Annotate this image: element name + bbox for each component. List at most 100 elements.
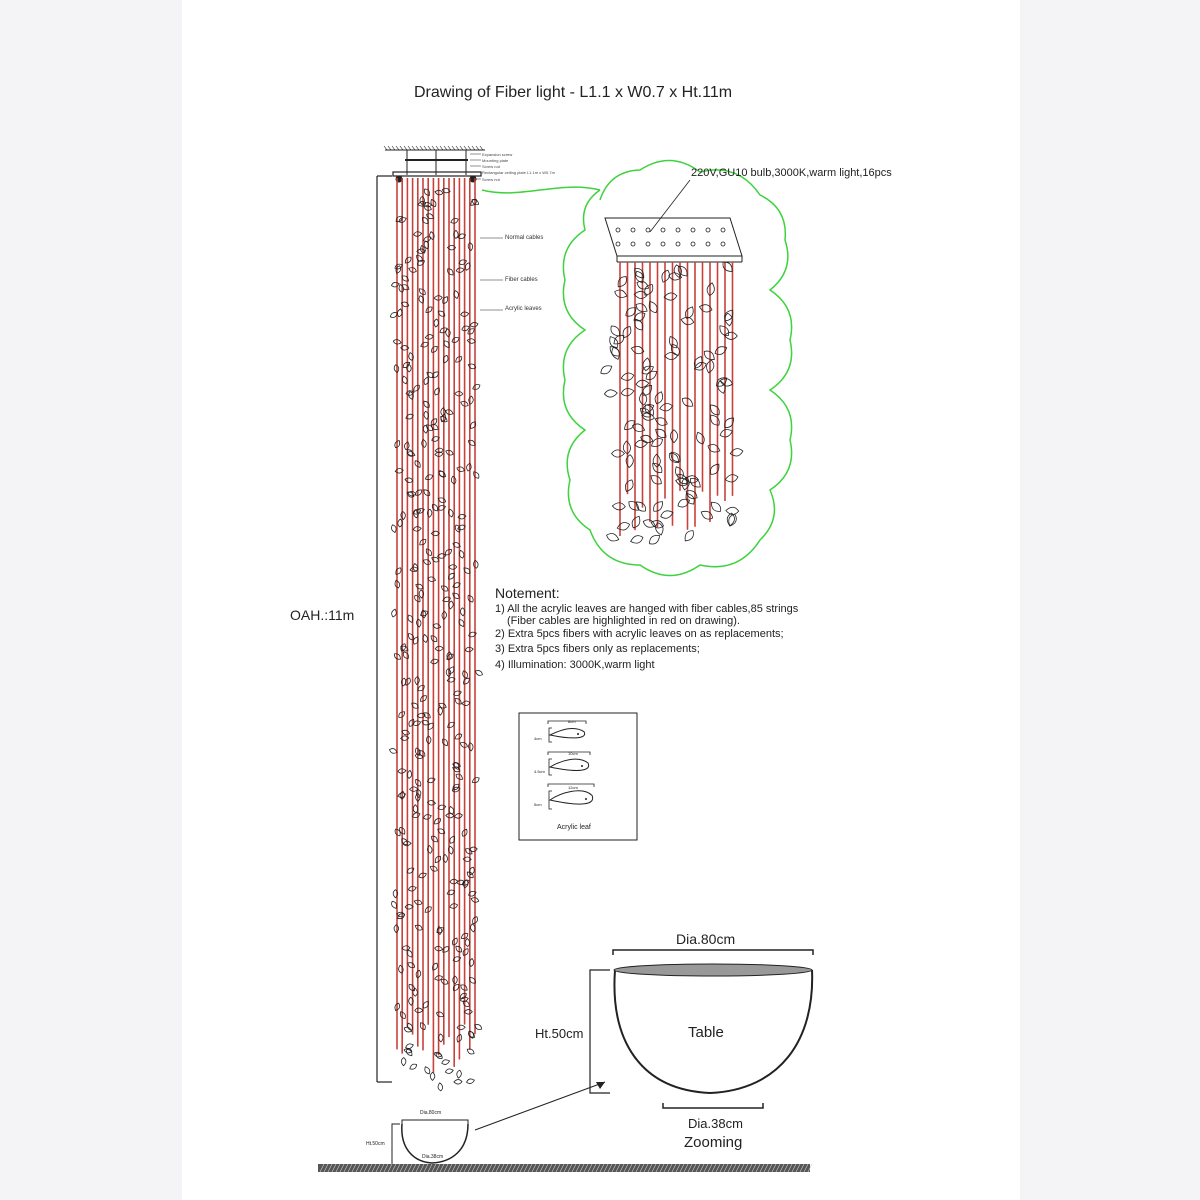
acrylic-leaf [431,835,438,843]
zoom-acrylic-leaf [693,355,703,369]
acrylic-leaf [402,651,409,659]
ceiling-hatch [411,145,416,151]
acrylic-leaf [397,518,403,528]
zoom-acrylic-leaf [635,379,650,388]
floor-hatch [795,1163,801,1173]
floor-hatch [683,1163,689,1173]
acrylic-leaf [434,645,444,652]
acrylic-leaf [395,265,402,274]
floor-hatch [471,1163,477,1173]
acrylic-leaf [418,589,425,599]
floor-hatch [323,1163,329,1173]
acrylic-leaf [430,199,437,208]
acrylic-leaf [468,742,474,752]
gu10-bulb [615,227,621,233]
leaf-hole [577,733,579,735]
floor-hatch [503,1163,509,1173]
floor-hatch [771,1163,777,1173]
floor-hatch [751,1163,757,1173]
zoom-acrylic-leaf [642,385,652,396]
floor-hatch [619,1163,625,1173]
zoom-acrylic-leaf [613,334,625,345]
acrylic-leaf [462,1000,470,1007]
acrylic-leaf [468,439,476,446]
acrylic-leaf [407,1022,413,1031]
acrylic-leaf [408,996,414,1006]
small-table-bottom: Dia.38cm [422,1154,444,1160]
acrylic-leaf [448,600,454,610]
zoom-acrylic-leaf [675,478,689,487]
acrylic-leaf [449,903,459,909]
acrylic-leaf [460,401,469,407]
acrylic-leaf [405,413,414,420]
acrylic-leaf [474,1024,483,1030]
acrylic-leaf [411,812,421,818]
acrylic-leaf [469,866,475,876]
ceiling-hatch [395,145,400,151]
ceiling-hatch [451,145,456,151]
label-screw-nut: Screw nut [482,177,500,182]
acrylic-leaf [465,262,471,271]
zoom-acrylic-leaf [648,300,658,314]
acrylic-leaf [415,969,422,979]
leaf-width-dim [547,751,591,755]
acrylic-leaf [434,855,442,863]
acrylic-leaf [421,438,427,448]
acrylic-leaf [393,364,400,374]
zoom-acrylic-leaf [693,362,707,371]
floor-hatch [635,1163,641,1173]
floor-hatch [759,1163,765,1173]
acrylic-leaf [400,301,410,308]
floor-hatch [611,1163,617,1173]
acrylic-leaf [452,975,458,985]
ceiling-hatch [463,145,468,151]
acrylic-leaf [433,818,441,825]
zoom-acrylic-leaf [673,264,682,279]
zoom-acrylic-leaf [680,316,695,326]
acrylic-leaf [422,217,429,225]
leaf-hole [585,798,587,800]
acrylic-leaf [466,1048,475,1055]
acrylic-leaf [454,698,462,705]
acrylic-leaf [417,685,425,692]
acrylic-leaf [468,631,477,638]
floor-hatch [739,1163,745,1173]
leaf-height-dim [548,727,552,743]
acrylic-leaf [438,1033,444,1043]
floor-hatch [355,1163,361,1173]
zoom-acrylic-leaf [600,365,613,375]
acrylic-leaf [414,595,421,603]
ceiling-hatch [415,145,420,151]
floor-hatch [735,1163,741,1173]
zoom-acrylic-leaf [636,280,650,290]
acrylic-leaf [441,1059,451,1065]
acrylic-leaf [455,267,465,273]
zoom-acrylic-leaf [641,404,655,413]
ceiling-hatch [467,145,472,151]
acrylic-leaf [418,750,426,757]
acrylic-leaf [454,733,463,740]
floor-hatch [459,1163,465,1173]
label-mounting-plate: Mounting plate [482,158,509,163]
floor-hatch [339,1163,345,1173]
acrylic-leaf [453,813,463,819]
zoom-acrylic-leaf [710,463,720,475]
acrylic-leaf [399,1011,406,1019]
acrylic-leaf [422,1000,429,1009]
acrylic-leaf [394,579,401,589]
floor-hatch [511,1163,517,1173]
floor-hatch [387,1163,393,1173]
acrylic-leaf [442,296,449,304]
zoom-acrylic-leaf [634,318,644,331]
leaf-height-medium: 4.5cm [534,769,545,774]
table-top [613,963,813,977]
acrylic-leaf [431,345,438,353]
acrylic-leaf [464,646,474,653]
floor-hatch [763,1163,769,1173]
acrylic-leaf [400,1057,407,1067]
acrylic-leaf [423,814,432,820]
floor-hatch [599,1163,605,1173]
floor-hatch [391,1163,397,1173]
floor-hatch [659,1163,665,1173]
